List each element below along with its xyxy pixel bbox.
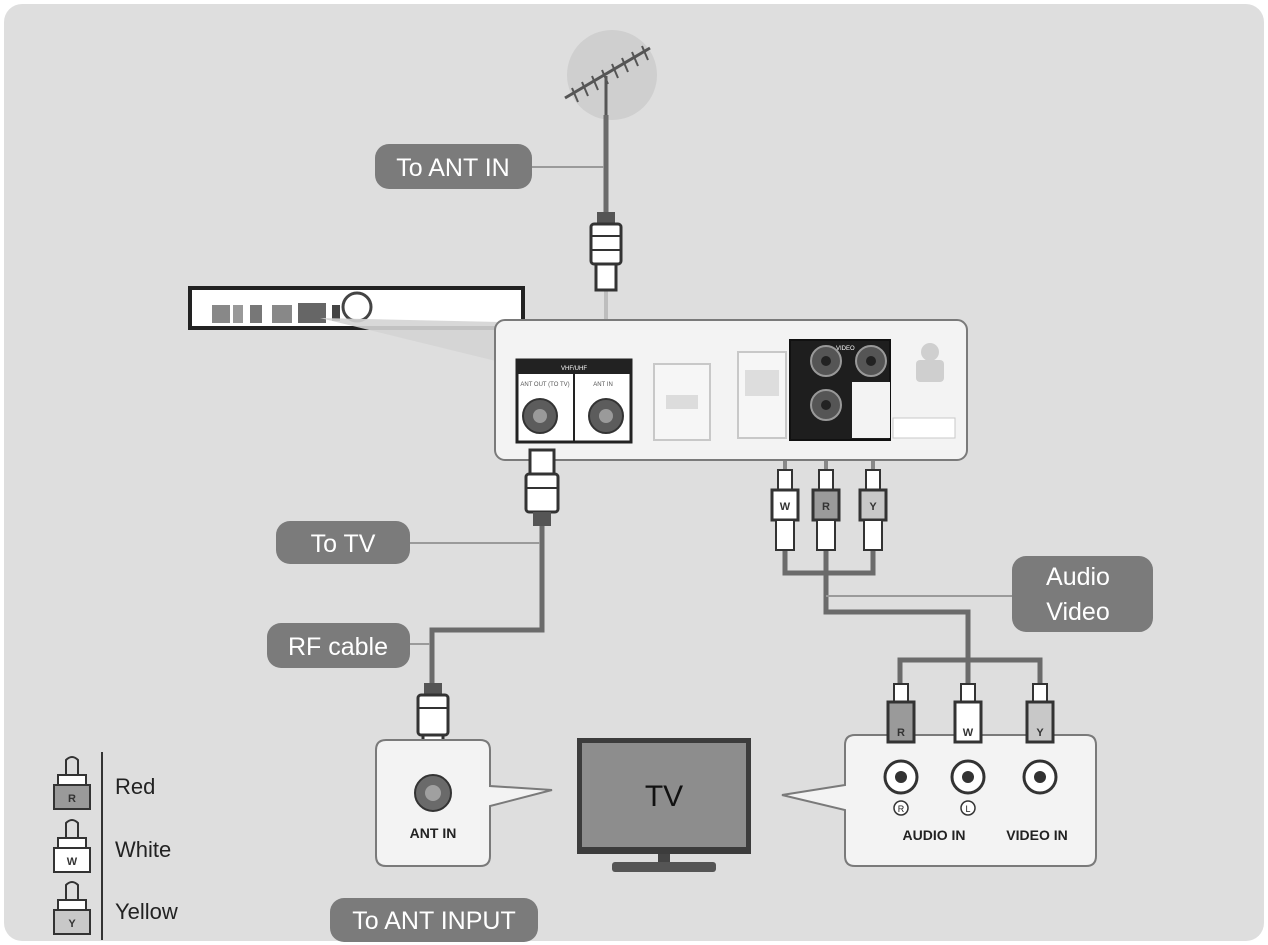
ant-in-panel-label: ANT IN <box>593 382 613 388</box>
tv-rca-plug-yellow: Y <box>1025 683 1055 744</box>
svg-text:RF cable: RF cable <box>288 633 388 661</box>
svg-text:Y: Y <box>869 501 877 513</box>
label-to-tv: To TV <box>276 521 410 564</box>
vhf-uhf-label: VHF/UHF <box>561 366 587 372</box>
rf-cable <box>429 525 545 685</box>
svg-text:W: W <box>963 727 974 739</box>
svg-text:Video: Video <box>1046 598 1110 626</box>
svg-text:R: R <box>822 501 830 513</box>
svg-text:White: White <box>115 837 171 862</box>
tv-rca-plug-red: R <box>886 683 916 744</box>
svg-text:To ANT IN: To ANT IN <box>396 154 509 182</box>
rf-plug-player <box>524 448 560 526</box>
label-to-ant-in: To ANT IN <box>375 144 532 189</box>
svg-text:Yellow: Yellow <box>115 899 178 924</box>
color-legend: R Red W White Y Yellow <box>53 752 178 940</box>
digital-audio-out[interactable] <box>892 417 956 439</box>
antenna-icon <box>564 30 657 120</box>
tv-ant-in-label: ANT IN <box>410 825 457 841</box>
tv-ant-panel: ANT IN <box>375 739 553 867</box>
svg-text:Audio: Audio <box>1046 563 1110 591</box>
diagram-background <box>4 4 1264 941</box>
legend-item-white: W White <box>53 819 171 873</box>
ant-out-label: ANT OUT (TO TV) <box>520 382 569 388</box>
fan-icon <box>916 343 944 382</box>
label-audio-video: Audio Video <box>1012 556 1153 632</box>
rca-plug-white: W <box>770 469 800 551</box>
tv-label: TV <box>645 780 683 813</box>
video-label: VIDEO <box>836 346 855 352</box>
antenna-coax-plug <box>589 212 623 292</box>
video-in-label: VIDEO IN <box>1006 827 1067 843</box>
rca-plug-red: R <box>811 469 841 551</box>
svg-text:R: R <box>897 727 905 739</box>
tv-rca-plug-white: W <box>953 683 983 744</box>
right-mark: R <box>898 804 905 814</box>
tv-icon: TV <box>577 738 751 872</box>
player-rear-view <box>188 286 525 362</box>
legend-item-red: R Red <box>53 756 155 810</box>
back-panel-zoom: VHF/UHF ANT OUT (TO TV) ANT IN VIDEO <box>494 319 968 461</box>
svg-text:Y: Y <box>1036 727 1044 739</box>
svg-text:To ANT INPUT: To ANT INPUT <box>352 907 515 935</box>
audio-in-label: AUDIO IN <box>903 827 966 843</box>
rca-plug-yellow: Y <box>858 469 888 551</box>
left-mark: L <box>965 804 970 814</box>
legend-item-yellow: Y Yellow <box>53 881 178 935</box>
svg-text:Red: Red <box>115 774 155 799</box>
svg-text:W: W <box>780 501 791 513</box>
svg-text:To TV: To TV <box>311 530 376 558</box>
svg-text:R: R <box>68 793 76 805</box>
tv-av-panel: R W Y R L AUDIO IN VIDEO IN <box>781 683 1097 867</box>
svg-text:Y: Y <box>68 918 76 930</box>
label-to-ant-input: To ANT INPUT <box>330 898 538 942</box>
label-rf-cable: RF cable <box>267 623 410 668</box>
svg-text:W: W <box>67 856 78 868</box>
